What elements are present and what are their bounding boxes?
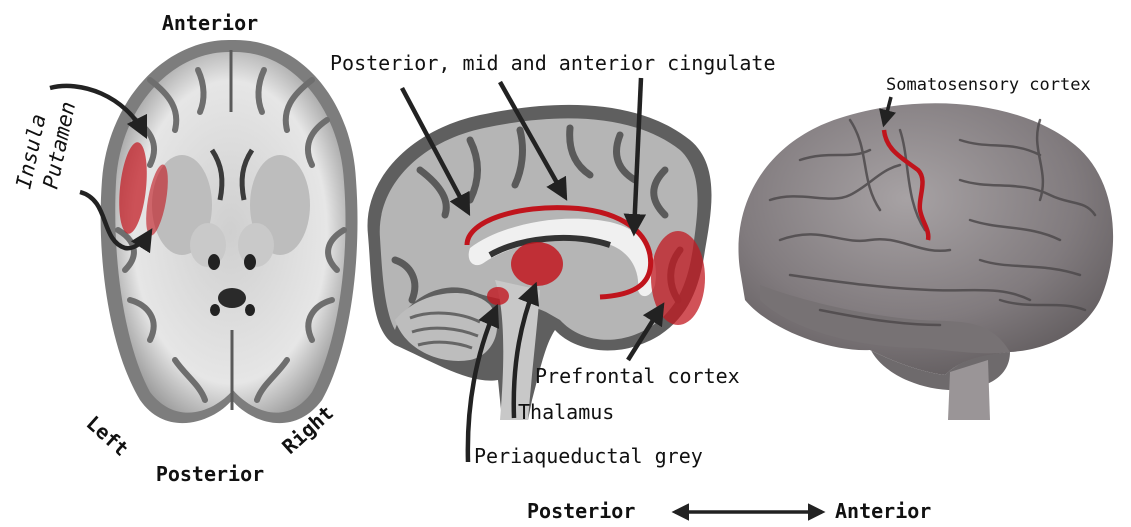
thalamus-label: Thalamus — [518, 400, 614, 424]
axis-posterior-label: Posterior — [527, 499, 635, 523]
axis-anterior-label: Anterior — [835, 499, 931, 523]
putamen-label: Putamen — [38, 99, 80, 191]
axial-brain-slice — [101, 40, 358, 423]
thalamus-region — [511, 242, 563, 286]
prefrontal-label: Prefrontal cortex — [535, 364, 740, 388]
cingulate-label: Posterior, mid and anterior cingulate — [330, 51, 776, 75]
axial-anterior-label: Anterior — [162, 11, 258, 35]
lateral-brain-surface — [738, 103, 1113, 420]
pag-label: Periaqueductal grey — [474, 444, 703, 468]
axial-posterior-label: Posterior — [156, 462, 264, 486]
pag-region — [487, 287, 509, 305]
left-label: Left — [82, 411, 134, 461]
somatosensory-label: Somatosensory cortex — [886, 75, 1091, 95]
